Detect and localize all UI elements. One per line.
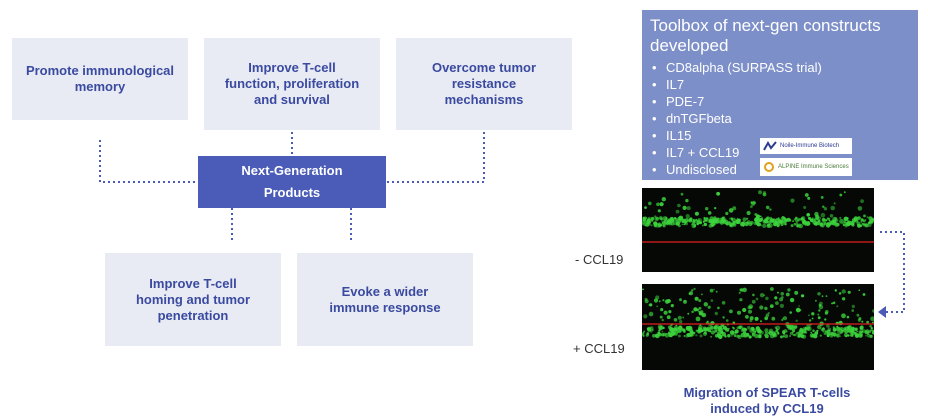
toolbox-item: dnTGFbeta [650, 110, 910, 127]
alpine-immune-text: ALPINE Immune Sciences [778, 164, 849, 170]
goal-tumor-resistance: Overcome tumor resistance mechanisms [396, 38, 572, 130]
migration-arrowhead [878, 306, 886, 318]
goal-t-cell-function: Improve T-cell function, proliferation a… [204, 38, 380, 130]
goal-immunological-memory: Promote immunological memory [12, 38, 188, 120]
toolbox-item: CD8alpha (SURPASS trial) [650, 59, 910, 76]
toolbox-item: IL7 [650, 76, 910, 93]
noile-immune-logo: Noile-Immune Biotech [760, 138, 852, 154]
microscopy-image-minus-ccl19 [642, 188, 874, 272]
label-minus-ccl19: - CCL19 [575, 252, 624, 267]
goal-homing-penetration: Improve T-cell homing and tumor penetrat… [105, 253, 281, 346]
cell-texture [642, 287, 874, 340]
connector-memory [99, 140, 198, 183]
toolbox-list: CD8alpha (SURPASS trial) IL7 PDE-7 dnTGF… [650, 59, 910, 178]
toolbox-item: PDE-7 [650, 93, 910, 110]
alpine-immune-logo: ALPINE Immune Sciences [760, 158, 852, 176]
migration-connector [880, 231, 905, 313]
alpine-immune-icon [764, 162, 774, 172]
migration-caption: Migration of SPEAR T-cells induced by CC… [683, 385, 851, 416]
noile-immune-text: Noile-Immune Biotech [780, 143, 840, 149]
toolbox-item: Undisclosed [650, 161, 910, 178]
goal-wider-immune-response: Evoke a wider immune response [297, 253, 473, 346]
toolbox-item: IL7 + CCL19 [650, 144, 910, 161]
next-generation-products-box: Next-Generation Products [198, 156, 386, 208]
cell-texture [642, 190, 874, 243]
label-plus-ccl19: + CCL19 [573, 341, 625, 356]
noile-immune-icon [763, 141, 777, 151]
microscopy-image-plus-ccl19 [642, 284, 874, 370]
connector-resistance [386, 132, 485, 183]
toolbox-panel: Toolbox of next-gen constructs developed… [642, 10, 918, 180]
toolbox-item: IL15 [650, 127, 910, 144]
toolbox-title: Toolbox of next-gen constructs developed [650, 16, 881, 55]
